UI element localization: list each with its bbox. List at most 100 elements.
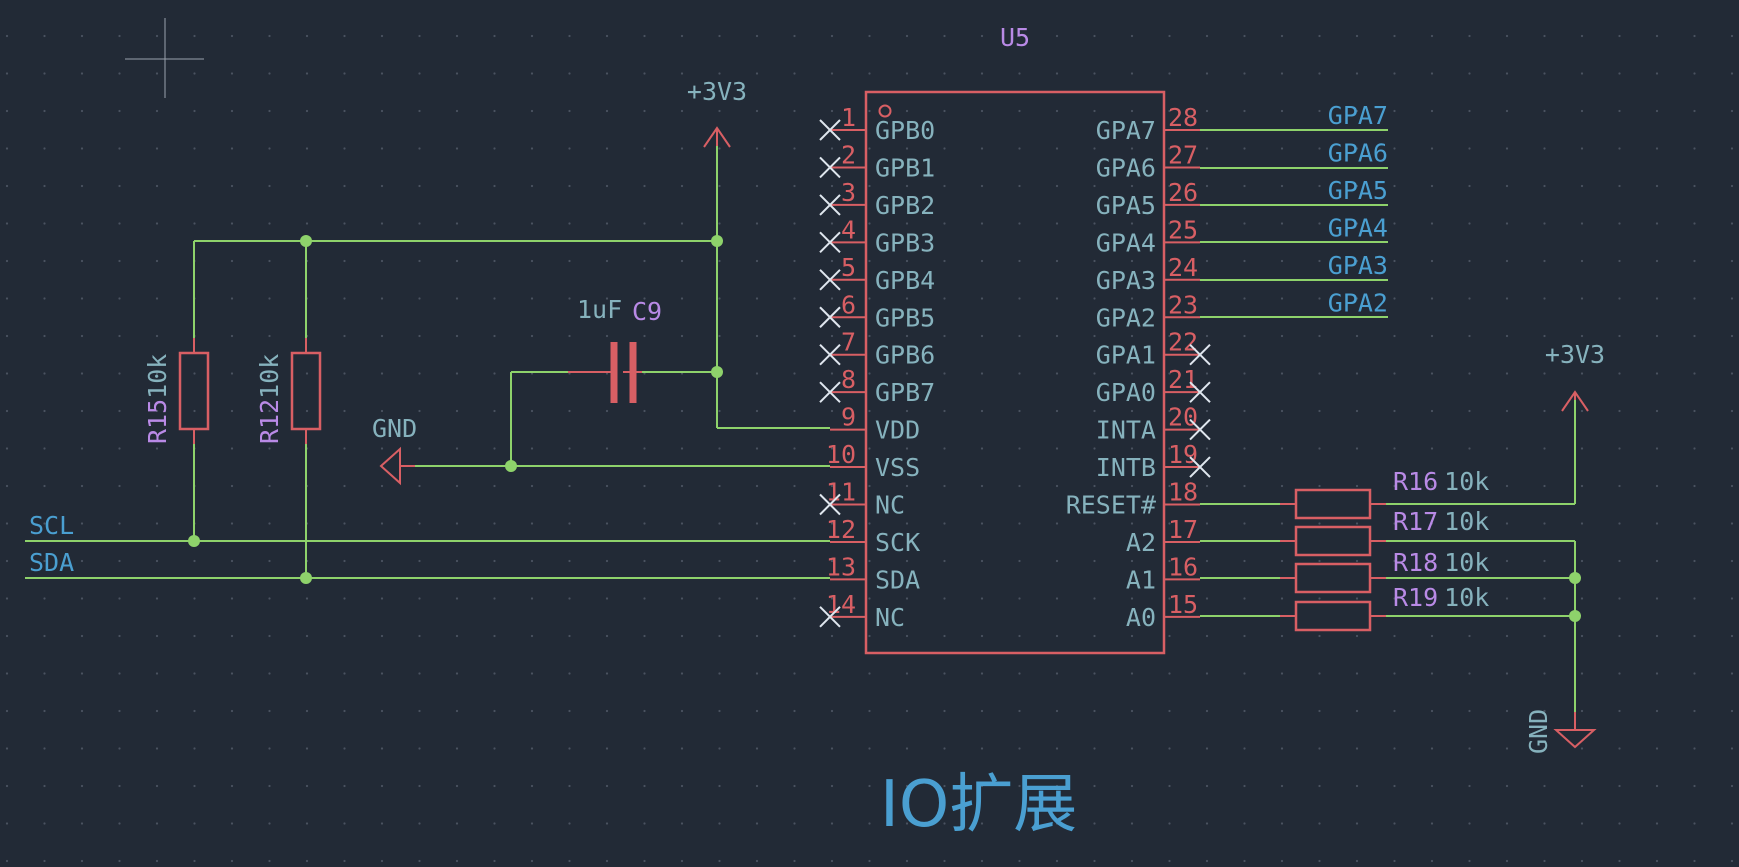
ic-pin-number: 2 <box>841 140 856 169</box>
ic-pin-name: GPA6 <box>1096 153 1156 182</box>
ic-reference: U5 <box>1000 23 1030 52</box>
ic-pin-number: 21 <box>1168 365 1198 394</box>
ic-pin-name: RESET# <box>1066 491 1156 520</box>
ic-pin-number: 12 <box>826 515 856 544</box>
ic-pin-number: 3 <box>841 178 856 207</box>
ic-pin-number: 13 <box>826 552 856 581</box>
ic-pin-number: 14 <box>826 590 856 619</box>
ic-pin-name: GPB7 <box>875 378 935 407</box>
ic-pin-number: 11 <box>826 478 856 507</box>
junction-dot <box>188 535 200 547</box>
junction-dot <box>1569 610 1581 622</box>
no-connect-x-icon <box>819 606 841 628</box>
pin1-indicator <box>878 104 892 118</box>
resistor-r15[interactable]: R1510k <box>143 338 210 444</box>
junction-dot <box>505 460 517 472</box>
no-connect-x-icon <box>819 381 841 403</box>
ic-pin-number: 7 <box>841 328 856 357</box>
ic-pin-name: GPA3 <box>1096 266 1156 295</box>
resistor-reference: R19 <box>1393 583 1438 612</box>
sheet-title: IO扩展 <box>880 768 1077 842</box>
ic-pin-number: 6 <box>841 290 856 319</box>
ic-pin-number: 28 <box>1168 103 1198 132</box>
ic-pin-number: 8 <box>841 365 856 394</box>
net-label-gpa[interactable]: GPA3 <box>1328 251 1388 280</box>
no-connect-x-icon <box>819 194 841 216</box>
junction-dot <box>300 572 312 584</box>
net-label-gpa[interactable]: GPA5 <box>1328 176 1388 205</box>
ic-pin-name: VDD <box>875 416 920 445</box>
resistor-r15-value: 10k <box>143 354 172 399</box>
ic-pin-name: GPB5 <box>875 303 935 332</box>
ic-pin-name: A1 <box>1126 565 1156 594</box>
ic-pin-name: GPA2 <box>1096 303 1156 332</box>
resistor-r12[interactable]: R1210k <box>255 338 322 444</box>
ic-pin-number: 26 <box>1168 178 1198 207</box>
power-3v3-right[interactable]: +3V3 <box>1545 340 1605 412</box>
power-label-3v3-left: +3V3 <box>687 77 747 106</box>
ic-pin-number: 10 <box>826 440 856 469</box>
ic-right-pins: 28GPA727GPA626GPA525GPA424GPA323GPA222GP… <box>1066 103 1211 632</box>
resistor-value: 10k <box>1444 467 1489 496</box>
power-label-gnd-right: GND <box>1524 709 1553 754</box>
power-gnd-right[interactable]: GND <box>1524 709 1597 754</box>
ic-pin-number: 1 <box>841 103 856 132</box>
ic-pin-name: GPA0 <box>1096 378 1156 407</box>
cursor-crosshair <box>125 18 204 98</box>
ic-pin-number: 25 <box>1168 215 1198 244</box>
resistor-r12-reference: R12 <box>255 399 284 444</box>
ic-pin-name: SDA <box>875 565 920 594</box>
net-label-gpa[interactable]: GPA4 <box>1328 213 1388 242</box>
resistor-reference: R17 <box>1393 507 1438 536</box>
ic-pin-name: A2 <box>1126 528 1156 557</box>
ic-pin-name: GPB4 <box>875 266 935 295</box>
no-connect-x-icon <box>819 156 841 179</box>
ic-pin-name: INTB <box>1096 453 1156 482</box>
ic-pin-name: GPB0 <box>875 116 935 145</box>
ic-pin-number: 23 <box>1168 290 1198 319</box>
power-gnd-left[interactable]: GND <box>372 414 417 486</box>
ic-pin-number: 19 <box>1168 440 1198 469</box>
ic-pin-number: 20 <box>1168 403 1198 432</box>
no-connect-x-icon <box>1189 418 1211 441</box>
ic-pin-number: 15 <box>1168 590 1198 619</box>
ic-pin-name: NC <box>875 491 905 520</box>
capacitor-c9[interactable]: 1uF C9 <box>568 295 662 403</box>
wires <box>25 129 1576 730</box>
net-label-gpa[interactable]: GPA2 <box>1328 288 1388 317</box>
resistor-value: 10k <box>1444 548 1489 577</box>
ic-pin-number: 24 <box>1168 253 1198 282</box>
ic-pin-number: 17 <box>1168 515 1198 544</box>
no-connect-x-icon <box>819 343 841 366</box>
net-label-sda[interactable]: SDA <box>29 548 74 577</box>
ic-pin-name: INTA <box>1096 416 1156 445</box>
power-3v3-left[interactable]: +3V3 <box>687 77 747 148</box>
junction-dot <box>300 235 312 247</box>
resistor-r12-value: 10k <box>255 354 284 399</box>
no-connect-x-icon <box>819 269 841 291</box>
ic-pin-name: GPB3 <box>875 228 935 257</box>
net-label-gpa[interactable]: GPA7 <box>1328 101 1388 130</box>
no-connect-x-icon <box>1189 343 1211 366</box>
ic-pin-name: GPA5 <box>1096 191 1156 220</box>
net-label-scl[interactable]: SCL <box>29 511 74 540</box>
net-label-gpa[interactable]: GPA6 <box>1328 138 1388 167</box>
junction-dot <box>1569 572 1581 584</box>
ic-pin-number: 4 <box>841 215 856 244</box>
no-connect-x-icon <box>819 306 841 328</box>
svg-text:R1210k: R1210k <box>255 354 284 444</box>
ic-pin-name: GPB6 <box>875 341 935 370</box>
junctions <box>188 235 1581 622</box>
